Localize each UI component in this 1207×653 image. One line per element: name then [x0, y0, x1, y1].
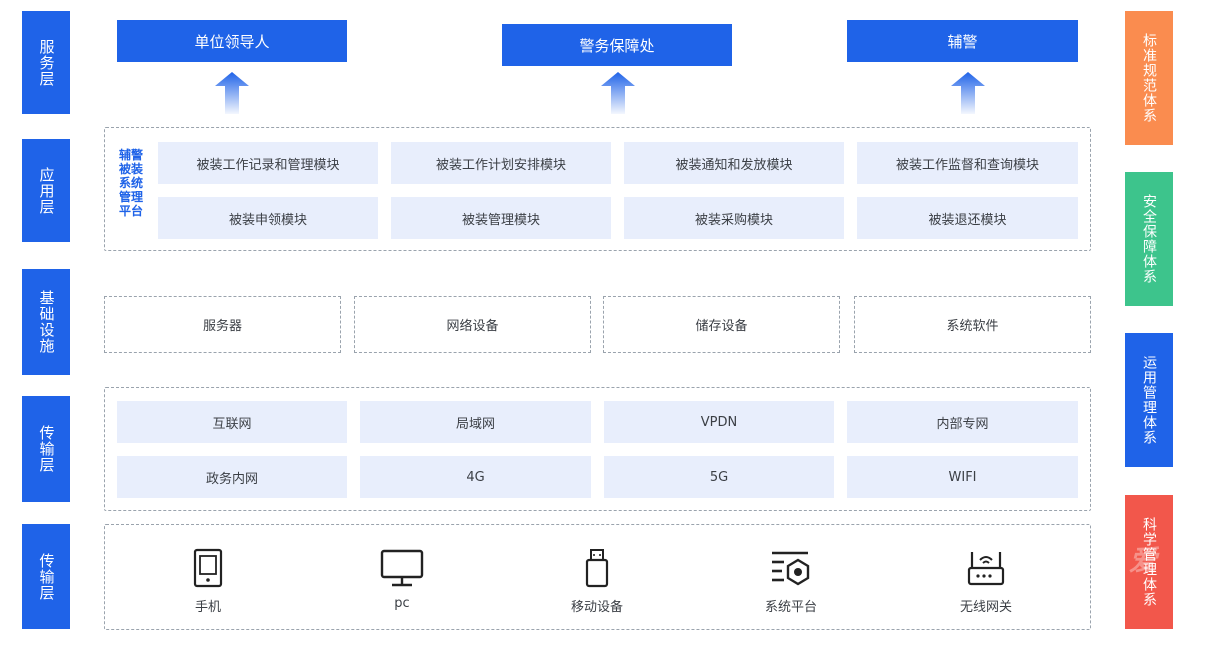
application-layer-container — [104, 127, 1091, 251]
device-phone: 手机 — [168, 548, 248, 615]
infra-item-server: 服务器 — [104, 296, 341, 353]
app-module: 被装退还模块 — [857, 197, 1078, 239]
network-item: 局域网 — [360, 401, 591, 443]
layer-label-transport: 传输层 — [22, 396, 70, 502]
devices-layer-container — [104, 524, 1091, 630]
router-icon — [967, 552, 1005, 586]
platform-icon — [772, 551, 810, 586]
network-item: 互联网 — [117, 401, 347, 443]
network-item: 4G — [360, 456, 591, 498]
network-item: WIFI — [847, 456, 1078, 498]
app-module: 被装工作监督和查询模块 — [857, 142, 1078, 184]
app-module: 被装管理模块 — [391, 197, 611, 239]
infra-item-system-software: 系统软件 — [854, 296, 1091, 353]
phone-icon — [193, 548, 223, 588]
app-module: 被装通知和发放模块 — [624, 142, 844, 184]
service-target-police-support: 警务保障处 — [502, 24, 732, 66]
monitor-icon — [380, 549, 424, 587]
right-system-security: 安全保障体系 — [1125, 172, 1173, 306]
up-arrow-icon — [215, 72, 249, 114]
right-system-standards: 标准规范体系 — [1125, 11, 1173, 145]
network-item: VPDN — [604, 401, 834, 443]
infra-item-network-device: 网络设备 — [354, 296, 591, 353]
app-module: 被装工作记录和管理模块 — [158, 142, 378, 184]
app-module: 被装工作计划安排模块 — [391, 142, 611, 184]
transport-layer-container — [104, 387, 1091, 511]
layer-label-infrastructure: 基础设施 — [22, 269, 70, 375]
service-target-auxiliary-police: 辅警 — [847, 20, 1078, 62]
network-item: 内部专网 — [847, 401, 1078, 443]
right-system-operations: 运用管理体系 — [1125, 333, 1173, 467]
device-gateway: 无线网关 — [946, 548, 1026, 615]
layer-label-application: 应用层 — [22, 139, 70, 242]
app-module: 被装采购模块 — [624, 197, 844, 239]
infra-item-storage: 储存设备 — [603, 296, 840, 353]
app-system-label: 辅警被装系统管理平台 — [118, 148, 143, 218]
device-pc: pc — [362, 548, 442, 611]
up-arrow-icon — [951, 72, 985, 114]
layer-label-transport-devices: 传输层 — [22, 524, 70, 629]
right-system-scientific: 科学管理体系 爱 — [1125, 495, 1173, 629]
up-arrow-icon — [601, 72, 635, 114]
usb-drive-icon — [585, 549, 609, 588]
service-target-leader: 单位领导人 — [117, 20, 347, 62]
layer-label-service: 服务层 — [22, 11, 70, 114]
app-module: 被装申领模块 — [158, 197, 378, 239]
device-platform: 系统平台 — [751, 548, 831, 615]
device-mobile: 移动设备 — [557, 548, 637, 615]
network-item: 政务内网 — [117, 456, 347, 498]
network-item: 5G — [604, 456, 834, 498]
